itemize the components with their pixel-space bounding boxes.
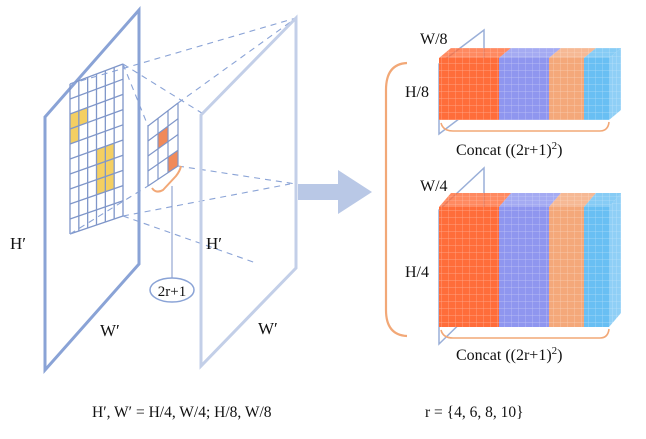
highlight-cell [70, 125, 79, 144]
orange-block-top-grid [439, 193, 511, 207]
left-height-label: H′ [10, 234, 26, 253]
blue-block-top-grid [584, 48, 621, 58]
purple-block-top-grid [499, 48, 561, 58]
grid-line [147, 102, 179, 127]
size-caption: H′, W′ = H/4, W/4; H/8, W/8 [92, 404, 272, 421]
highlight-cell [105, 158, 115, 177]
bottom-concat-label: Concat ((2r+1)2) [456, 345, 562, 364]
peach-block-top-grid [549, 193, 596, 207]
orange-block-front-grid [439, 207, 499, 327]
grid-line [69, 154, 124, 175]
radius-caption: r = {4, 6, 8, 10} [425, 404, 524, 421]
orange-block-top-grid [439, 48, 511, 58]
flow-arrow [298, 170, 372, 214]
grid-line [147, 149, 179, 172]
cube-side-grid [609, 48, 621, 120]
grid-line [147, 118, 179, 142]
top-width-label: W/8 [420, 31, 448, 48]
grid-line [69, 63, 124, 85]
grid-line [69, 200, 124, 220]
concat-brace [440, 328, 610, 339]
highlight-cell [105, 143, 115, 162]
grid-line [69, 93, 124, 115]
peach-block-top-grid [549, 48, 596, 58]
grid-line [69, 124, 124, 145]
peach-block-front-grid [549, 58, 584, 120]
output-bracket [384, 61, 408, 338]
cost-volume-eighth [438, 28, 621, 136]
local-window-grid [147, 102, 179, 187]
concat-brace [440, 121, 610, 132]
highlight-cell [96, 176, 106, 195]
highlight-cell [96, 161, 106, 180]
grid-line [69, 78, 124, 100]
peach-block-front-grid [549, 207, 584, 327]
grid-line [69, 215, 124, 235]
highlight-cell [96, 146, 106, 165]
left-width-label: W′ [100, 321, 120, 340]
projection-lines [69, 17, 297, 264]
cost-volume-quarter [438, 166, 621, 346]
highlight-cell [70, 110, 79, 129]
highlight-cell [105, 173, 115, 192]
top-concat-label: Concat ((2r+1)2) [456, 140, 562, 159]
right-width-label: W′ [258, 319, 278, 338]
blue-block-front-grid [584, 58, 609, 120]
orange-block-front-grid [439, 58, 499, 120]
grid-line [69, 139, 124, 160]
purple-block-front-grid [499, 58, 549, 120]
window-brace [151, 165, 182, 283]
purple-block-top-grid [499, 193, 561, 207]
top-height-label: H/8 [405, 84, 429, 101]
cube-side-grid [609, 193, 621, 327]
purple-block-front-grid [499, 207, 549, 327]
bottom-width-label: W/4 [420, 178, 448, 195]
grid-line [147, 165, 179, 187]
blue-block-front-grid [584, 207, 609, 327]
highlight-cell [78, 107, 88, 126]
blue-block-top-grid [584, 193, 621, 207]
radius-label-text: 2r+1 [158, 284, 186, 300]
grid-line [69, 169, 124, 190]
right-height-label: H′ [206, 234, 222, 253]
bottom-height-label: H/4 [405, 264, 429, 281]
radius-label: 2r+1 [149, 277, 195, 303]
query-grid [69, 63, 124, 235]
right-feature-plane [199, 14, 298, 370]
left-feature-plane [43, 6, 141, 374]
grid-line [69, 184, 124, 205]
grid-line [147, 134, 179, 157]
grid-line [69, 108, 124, 130]
